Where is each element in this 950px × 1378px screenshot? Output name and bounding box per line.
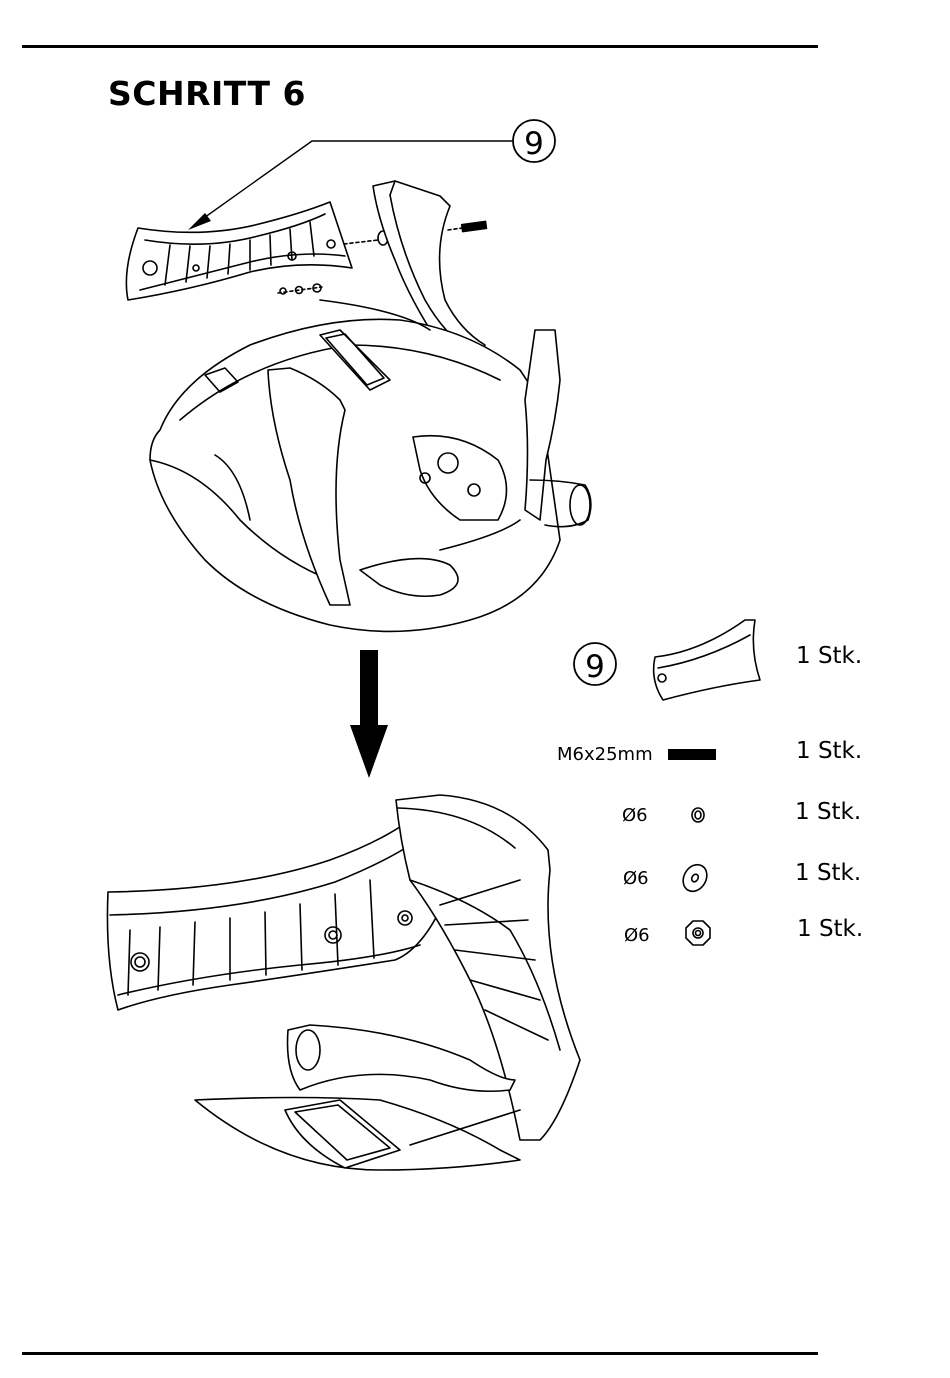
spring-washer-quantity: 1 Stk. xyxy=(795,799,861,825)
nut-quantity: 1 Stk. xyxy=(797,916,863,942)
flat-washer-quantity: 1 Stk. xyxy=(795,860,861,886)
spring-washer-icon xyxy=(692,808,704,822)
spring-washer-spec: Ø6 xyxy=(622,805,648,826)
part-9-number: 9 xyxy=(585,649,605,685)
bolt-quantity: 1 Stk. xyxy=(796,738,862,764)
nut-spec: Ø6 xyxy=(624,925,650,946)
part-9-callout: 9 xyxy=(574,643,616,685)
bottom-rule xyxy=(22,1352,818,1355)
bolt-icon xyxy=(668,749,716,760)
nut-icon xyxy=(686,921,710,945)
flat-washer-icon xyxy=(678,860,711,895)
part-9-thumbnail xyxy=(654,620,760,700)
bolt-spec: M6x25mm xyxy=(557,744,653,765)
flat-washer-spec: Ø6 xyxy=(623,868,649,889)
part-9-quantity: 1 Stk. xyxy=(796,643,862,669)
